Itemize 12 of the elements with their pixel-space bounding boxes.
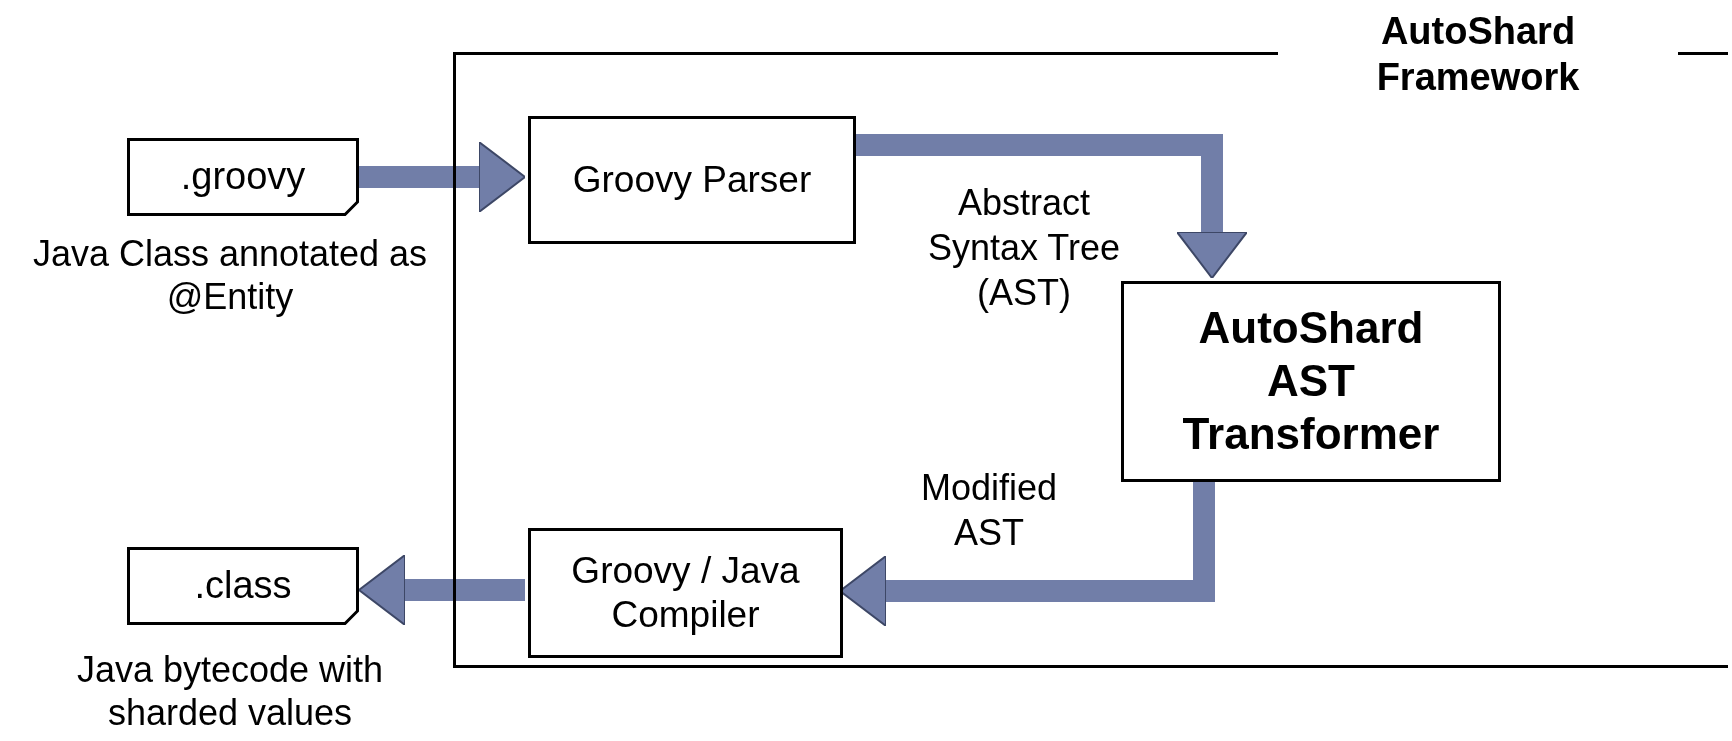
process-box — [528, 528, 843, 658]
file-caption: Java Class annotated as @Entity — [31, 232, 429, 319]
file-name: .class — [194, 563, 292, 609]
block-arrow — [358, 554, 525, 626]
block-arrow — [359, 141, 526, 213]
file-name: .groovy — [180, 154, 306, 200]
box-label: AutoShard AST Transformer — [1181, 302, 1441, 460]
process-box — [528, 116, 856, 244]
box-label: Groovy Parser — [571, 157, 813, 202]
process-box — [1121, 281, 1501, 482]
file-caption: Java bytecode with sharded values — [75, 648, 385, 735]
box-label: Groovy / Java Compiler — [570, 548, 801, 637]
